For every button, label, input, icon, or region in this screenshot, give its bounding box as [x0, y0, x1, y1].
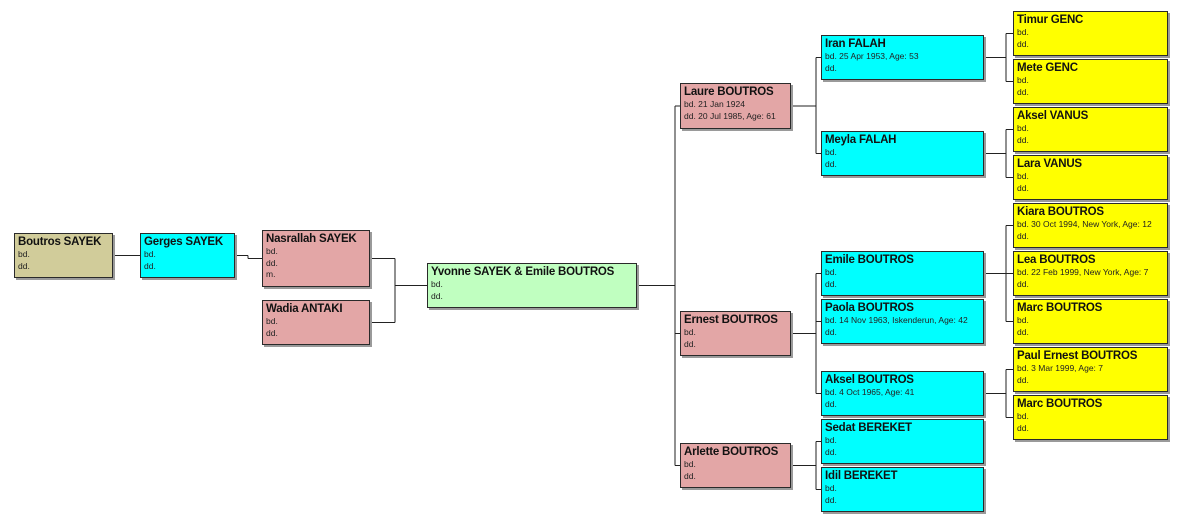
person-detail: bd. 14 Nov 1963, Iskenderun, Age: 42	[825, 315, 968, 325]
person-detail: bd.	[684, 327, 696, 337]
person-detail: m.	[266, 269, 276, 280]
person-detail: dd.	[825, 446, 837, 457]
person-name: Emile BOUTROS	[825, 254, 914, 266]
person-name: Paola BOUTROS	[825, 302, 914, 314]
person-detail: bd.	[825, 147, 837, 157]
person-detail: bd. 25 Apr 1953, Age: 53	[825, 51, 919, 61]
person-name: Lara VANUS	[1017, 158, 1082, 170]
person-detail: bd.	[1017, 75, 1029, 85]
person-detail: dd.	[144, 260, 156, 271]
person-detail: dd.	[1017, 134, 1029, 145]
person-name: Arlette BOUTROS	[684, 446, 779, 458]
person-name: Paul Ernest BOUTROS	[1017, 350, 1138, 362]
person-detail: bd.	[1017, 27, 1029, 37]
person-name: Ernest BOUTROS	[684, 314, 778, 326]
person-detail: bd.	[18, 249, 30, 259]
person-detail: bd.	[1017, 315, 1029, 325]
person-name: Lea BOUTROS	[1017, 254, 1096, 266]
person-name: Sedat BEREKET	[825, 422, 912, 434]
person-name: Yvonne SAYEK & Emile BOUTROS	[431, 266, 615, 278]
person-detail: dd.	[1017, 278, 1029, 289]
person-detail: dd.	[684, 470, 696, 481]
person-name: Idil BEREKET	[825, 470, 898, 482]
person-detail: dd.	[1017, 326, 1029, 337]
person-name: Timur GENC	[1017, 14, 1084, 26]
person-detail: dd.	[825, 398, 837, 409]
person-name: Aksel VANUS	[1017, 110, 1089, 122]
person-name: Marc BOUTROS	[1017, 302, 1103, 314]
person-detail: bd.	[684, 459, 696, 469]
person-name: Iran FALAH	[825, 38, 886, 50]
person-detail: dd.	[1017, 422, 1029, 433]
person-detail: dd.	[825, 62, 837, 73]
person-detail: dd.	[825, 278, 837, 289]
person-detail: dd. 20 Jul 1985, Age: 61	[684, 110, 776, 121]
person-detail: dd.	[266, 257, 278, 268]
person-detail: dd.	[1017, 38, 1029, 49]
person-detail: dd.	[825, 326, 837, 337]
person-detail: bd. 3 Mar 1999, Age: 7	[1017, 363, 1104, 373]
person-detail: dd.	[1017, 230, 1029, 241]
person-detail: dd.	[431, 290, 443, 301]
person-detail: bd.	[825, 267, 837, 277]
person-detail: dd.	[825, 158, 837, 169]
person-name: Wadia ANTAKI	[266, 303, 343, 315]
person-name: Mete GENC	[1017, 62, 1078, 74]
person-detail: bd.	[825, 435, 837, 445]
person-name: Gerges SAYEK	[144, 236, 223, 248]
person-detail: bd. 30 Oct 1994, New York, Age: 12	[1017, 219, 1152, 229]
person-detail: dd.	[1017, 182, 1029, 193]
person-detail: dd.	[684, 338, 696, 349]
person-name: Laure BOUTROS	[684, 86, 774, 98]
person-detail: bd.	[266, 316, 278, 326]
person-name: Aksel BOUTROS	[825, 374, 914, 386]
person-name: Kiara BOUTROS	[1017, 206, 1104, 218]
person-detail: dd.	[1017, 86, 1029, 97]
person-detail: bd. 4 Oct 1965, Age: 41	[825, 387, 915, 397]
person-detail: bd.	[144, 249, 156, 259]
person-detail: bd. 22 Feb 1999, New York, Age: 7	[1017, 267, 1149, 277]
person-detail: dd.	[18, 260, 30, 271]
person-detail: dd.	[1017, 374, 1029, 385]
person-detail: bd.	[1017, 171, 1029, 181]
person-detail: bd.	[266, 246, 278, 256]
person-detail: bd.	[1017, 411, 1029, 421]
person-detail: bd.	[1017, 123, 1029, 133]
person-name: Nasrallah SAYEK	[266, 233, 357, 245]
person-detail: dd.	[266, 327, 278, 338]
person-name: Marc BOUTROS	[1017, 398, 1103, 410]
person-name: Boutros SAYEK	[18, 236, 102, 248]
person-detail: bd. 21 Jan 1924	[684, 99, 745, 109]
person-detail: bd.	[431, 279, 443, 289]
person-name: Meyla FALAH	[825, 134, 897, 146]
person-detail: dd.	[825, 494, 837, 505]
person-detail: bd.	[825, 483, 837, 493]
